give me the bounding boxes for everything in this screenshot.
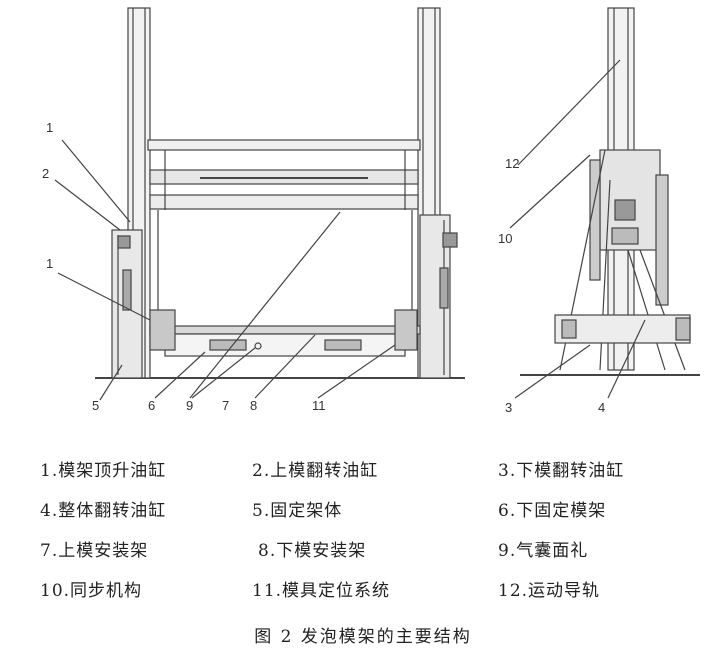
callout-6: 6 — [148, 398, 155, 413]
legend-item: 1.模架顶升油缸 — [40, 461, 167, 481]
legend-item: 5.固定架体 — [252, 501, 343, 521]
legend-item: 2.上模翻转油缸 — [252, 461, 379, 481]
legend-item: 3.下模翻转油缸 — [498, 461, 625, 481]
legend-item: 4.整体翻转油缸 — [40, 501, 167, 521]
side-view — [509, 7, 700, 399]
callout-4: 4 — [598, 400, 605, 415]
front-view-callouts: 1 2 1 5 6 9 7 8 11 — [42, 120, 326, 413]
callout-12: 12 — [505, 156, 519, 171]
side-view-callouts: 12 10 3 4 — [498, 156, 605, 415]
parts-legend: 1.模架顶升油缸 2.上模翻转油缸 3.下模翻转油缸 4.整体翻转油缸 5.固定… — [0, 440, 726, 610]
legend-item: 6.下固定模架 — [498, 501, 607, 521]
legend-item: 7.上模安装架 — [40, 541, 149, 561]
callout-7: 7 — [222, 398, 229, 413]
callout-10: 10 — [498, 231, 512, 246]
legend-item: 12.运动导轨 — [498, 581, 601, 601]
legend-item: 9.气囊面礼 — [498, 541, 589, 561]
front-view — [54, 7, 465, 401]
legend-item: 8.下模安装架 — [258, 541, 367, 561]
callout-1-lower: 1 — [46, 256, 53, 271]
callout-3: 3 — [505, 400, 512, 415]
callout-2: 2 — [42, 166, 49, 181]
legend-item: 11.模具定位系统 — [252, 581, 391, 601]
foaming-mold-frame-drawing: 1 2 1 5 6 9 7 8 11 12 — [42, 7, 700, 415]
callout-11: 11 — [312, 398, 326, 413]
callout-8: 8 — [250, 398, 257, 413]
callout-9: 9 — [186, 398, 193, 413]
callout-5: 5 — [92, 398, 99, 413]
callout-1-top: 1 — [46, 120, 53, 135]
legend-item: 10.同步机构 — [40, 581, 143, 601]
figure-caption: 图 2 发泡模架的主要结构 — [254, 627, 472, 647]
